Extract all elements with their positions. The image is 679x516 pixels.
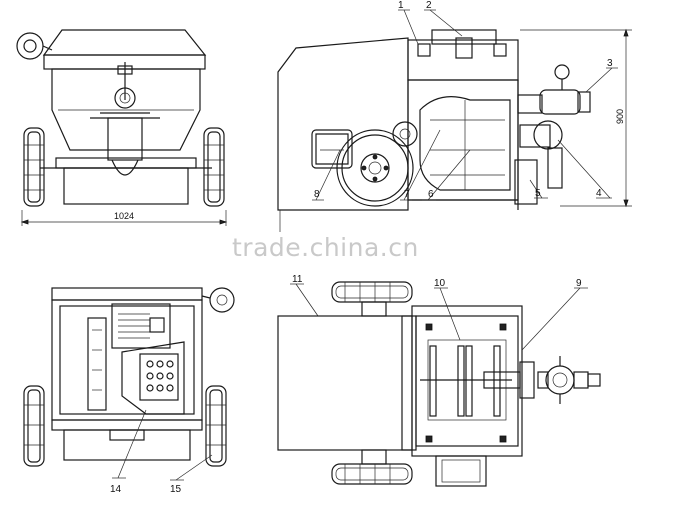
callout-5: 5 — [535, 188, 541, 199]
callout-10: 10 — [434, 278, 446, 289]
width-dimension-label: 1024 — [114, 211, 134, 221]
callout-3: 3 — [607, 58, 613, 69]
callout-15: 15 — [170, 484, 182, 495]
callout-14: 14 — [110, 484, 122, 495]
top-view — [277, 281, 601, 487]
callout-4: 4 — [596, 188, 602, 199]
callout-6: 6 — [428, 189, 434, 200]
callout-11: 11 — [292, 274, 303, 285]
callout-8: 8 — [314, 189, 320, 200]
callout-2: 2 — [426, 0, 432, 11]
callout-1: 1 — [398, 0, 404, 11]
callout-7: 7 — [404, 189, 410, 200]
height-dimension-label: 900 — [615, 109, 625, 124]
callout-9: 9 — [576, 278, 582, 289]
rear-view — [23, 287, 235, 481]
front-view — [16, 29, 228, 226]
watermark-text: trade.china.cn — [232, 233, 419, 262]
side-view — [277, 9, 632, 232]
